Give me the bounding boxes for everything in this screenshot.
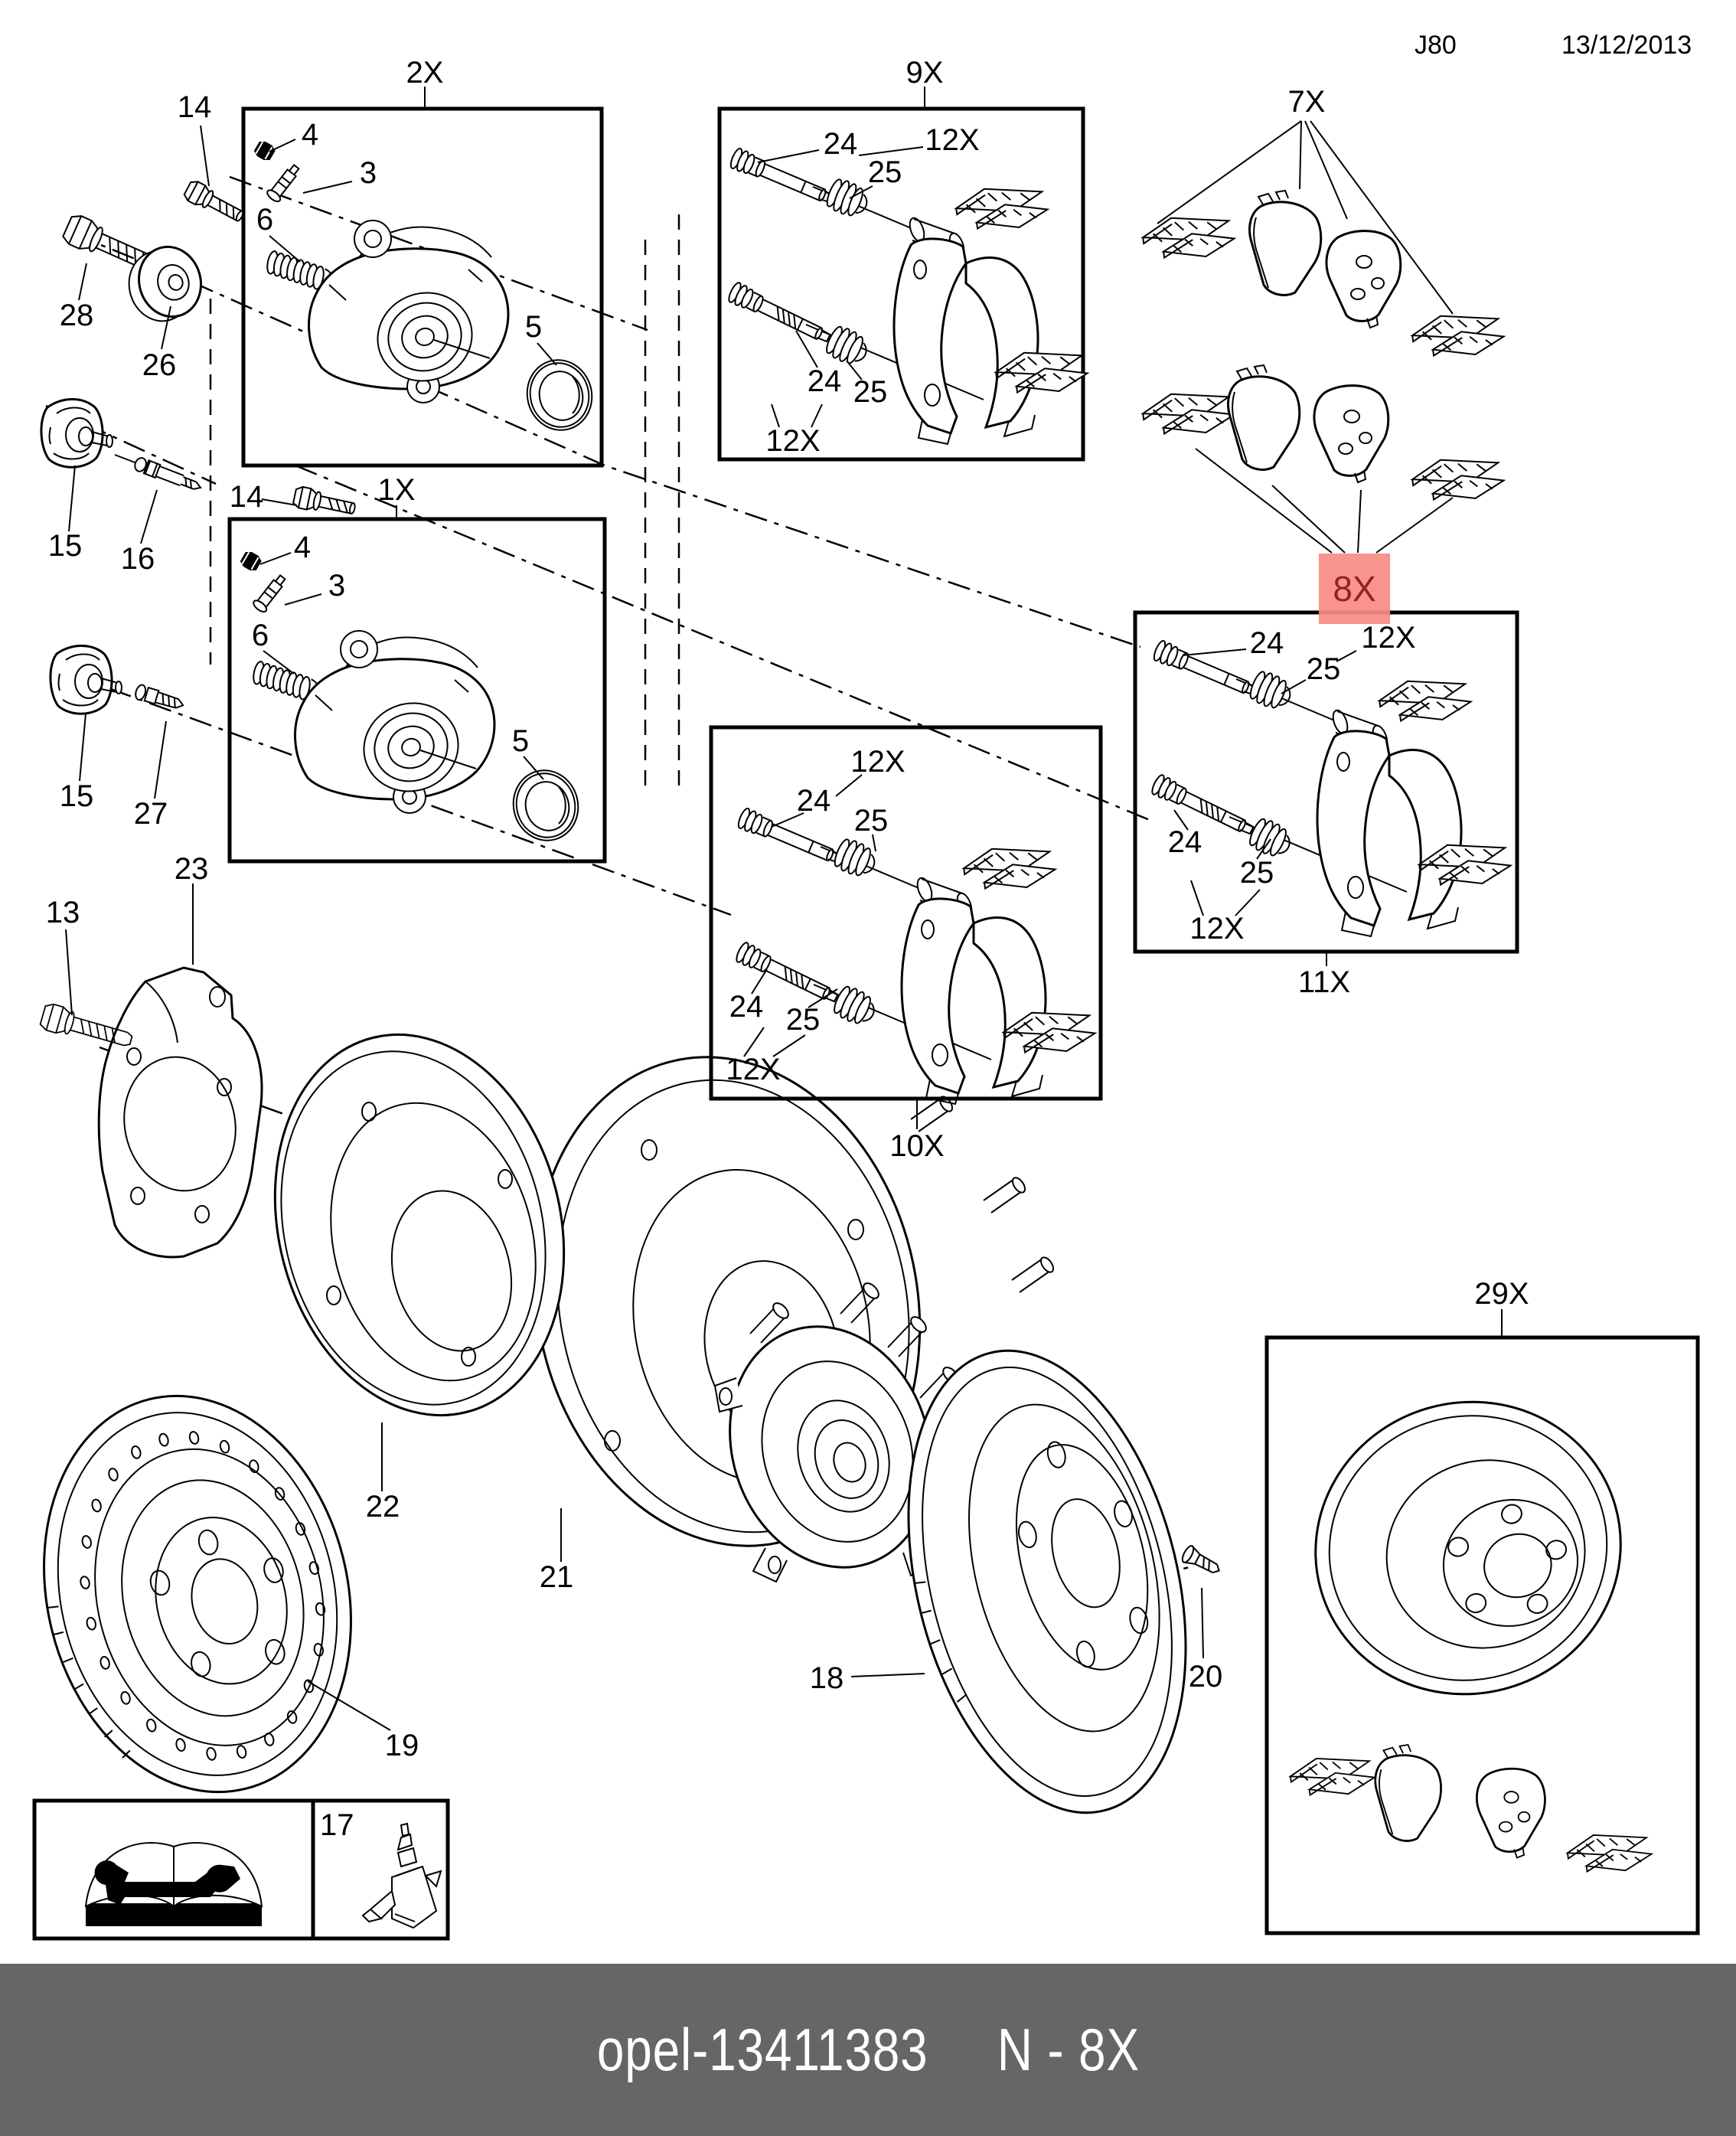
- adjuster-27: [135, 684, 184, 709]
- brake-disc-18: [907, 1349, 1187, 1814]
- part-label-1x[interactable]: 1X: [377, 473, 416, 507]
- part-label-4[interactable]: 4: [301, 118, 319, 152]
- part-label-10x[interactable]: 10X: [889, 1129, 945, 1163]
- part-label-3[interactable]: 3: [328, 569, 346, 603]
- bleeder-3: [266, 164, 300, 203]
- box-1x: [227, 517, 607, 864]
- part-label-25[interactable]: 25: [1239, 856, 1274, 890]
- part-label-4[interactable]: 4: [293, 531, 312, 564]
- splash-shield-22: [273, 1033, 566, 1417]
- adhesive-bottle-icon: [361, 1822, 442, 1929]
- footer-brand: opel: [596, 2016, 692, 2083]
- part-label-25[interactable]: 25: [853, 804, 889, 838]
- seal-5: [526, 359, 593, 431]
- part-label-26[interactable]: 26: [142, 348, 177, 382]
- adjuster-16: [114, 454, 202, 490]
- brake-disc-19: [43, 1394, 352, 1794]
- part-label-2x[interactable]: 2X: [406, 56, 444, 90]
- footer-part-number: 13411383: [708, 2016, 928, 2083]
- selected-part-highlight[interactable]: 8X: [1319, 554, 1390, 624]
- page-date: 13/12/2013: [1561, 31, 1692, 60]
- cap-26: [128, 245, 202, 322]
- legend-ref-label: 17: [320, 1808, 354, 1842]
- part-label-12x[interactable]: 12X: [850, 745, 906, 779]
- part-label-7x[interactable]: 7X: [1287, 85, 1326, 119]
- part-label-11x[interactable]: 11X: [1297, 965, 1351, 999]
- part-label-24[interactable]: 24: [729, 990, 764, 1024]
- part-label-29x[interactable]: 29X: [1474, 1277, 1529, 1311]
- part-label-21[interactable]: 21: [539, 1560, 574, 1594]
- page-code: J80: [1415, 31, 1457, 60]
- part-label-14[interactable]: 14: [177, 90, 212, 124]
- kit-29x: [1287, 1400, 1654, 1880]
- part-label-22[interactable]: 22: [365, 1490, 400, 1524]
- part-label-12x[interactable]: 12X: [726, 1053, 781, 1086]
- part-label-25[interactable]: 25: [867, 155, 902, 189]
- part-label-9x[interactable]: 9X: [906, 56, 944, 90]
- anchor-plate-23: [97, 966, 263, 1259]
- part-label-12x[interactable]: 12X: [925, 123, 980, 157]
- part-label-12x[interactable]: 12X: [1361, 621, 1416, 655]
- part-label-24[interactable]: 24: [1249, 626, 1284, 660]
- part-label-27[interactable]: 27: [133, 797, 168, 831]
- manual-book-wrench-icon: [84, 1842, 263, 1926]
- fitting-4: [253, 141, 276, 161]
- part-label-14[interactable]: 14: [229, 480, 264, 514]
- part-label-28[interactable]: 28: [59, 299, 94, 332]
- part-label-24[interactable]: 24: [807, 364, 842, 398]
- footer-bar: opel - 13411383 N - 8X: [0, 1964, 1736, 2136]
- part-label-6[interactable]: 6: [256, 203, 274, 237]
- part-label-24[interactable]: 24: [1167, 825, 1202, 859]
- part-label-5[interactable]: 5: [511, 724, 530, 758]
- caliper-2x: [253, 141, 593, 431]
- part-label-25[interactable]: 25: [1306, 652, 1341, 686]
- part-label-20[interactable]: 20: [1188, 1660, 1223, 1693]
- footer-note: N - 8X: [997, 2016, 1140, 2083]
- part-label-25[interactable]: 25: [853, 375, 888, 409]
- part-label-12x[interactable]: 12X: [1189, 912, 1245, 946]
- part-label-12x[interactable]: 12X: [765, 424, 821, 458]
- part-label-25[interactable]: 25: [785, 1003, 821, 1037]
- box-29x: [1264, 1335, 1700, 1935]
- part-label-3[interactable]: 3: [359, 156, 377, 190]
- part-label-18[interactable]: 18: [809, 1661, 844, 1695]
- part-label-13[interactable]: 13: [45, 896, 80, 929]
- footer-separator: -: [691, 2016, 709, 2083]
- part-label-24[interactable]: 24: [823, 127, 858, 161]
- part-label-6[interactable]: 6: [251, 619, 269, 652]
- box-2x: [241, 106, 604, 468]
- box-10x: [709, 725, 1103, 1101]
- part-label-15[interactable]: 15: [59, 779, 94, 813]
- part-label-19[interactable]: 19: [384, 1729, 419, 1762]
- box-9x: [717, 106, 1085, 462]
- screw-20: [1181, 1545, 1220, 1574]
- legend-box: [32, 1798, 450, 1941]
- footer-text: opel - 13411383 N - 8X: [596, 2015, 1139, 2085]
- leader-lines: [65, 87, 1503, 1731]
- part-label-16[interactable]: 16: [120, 542, 155, 576]
- part-label-15[interactable]: 15: [47, 529, 83, 563]
- part-label-23[interactable]: 23: [174, 852, 209, 886]
- part-label-5[interactable]: 5: [524, 310, 543, 344]
- part-label-24[interactable]: 24: [796, 784, 831, 818]
